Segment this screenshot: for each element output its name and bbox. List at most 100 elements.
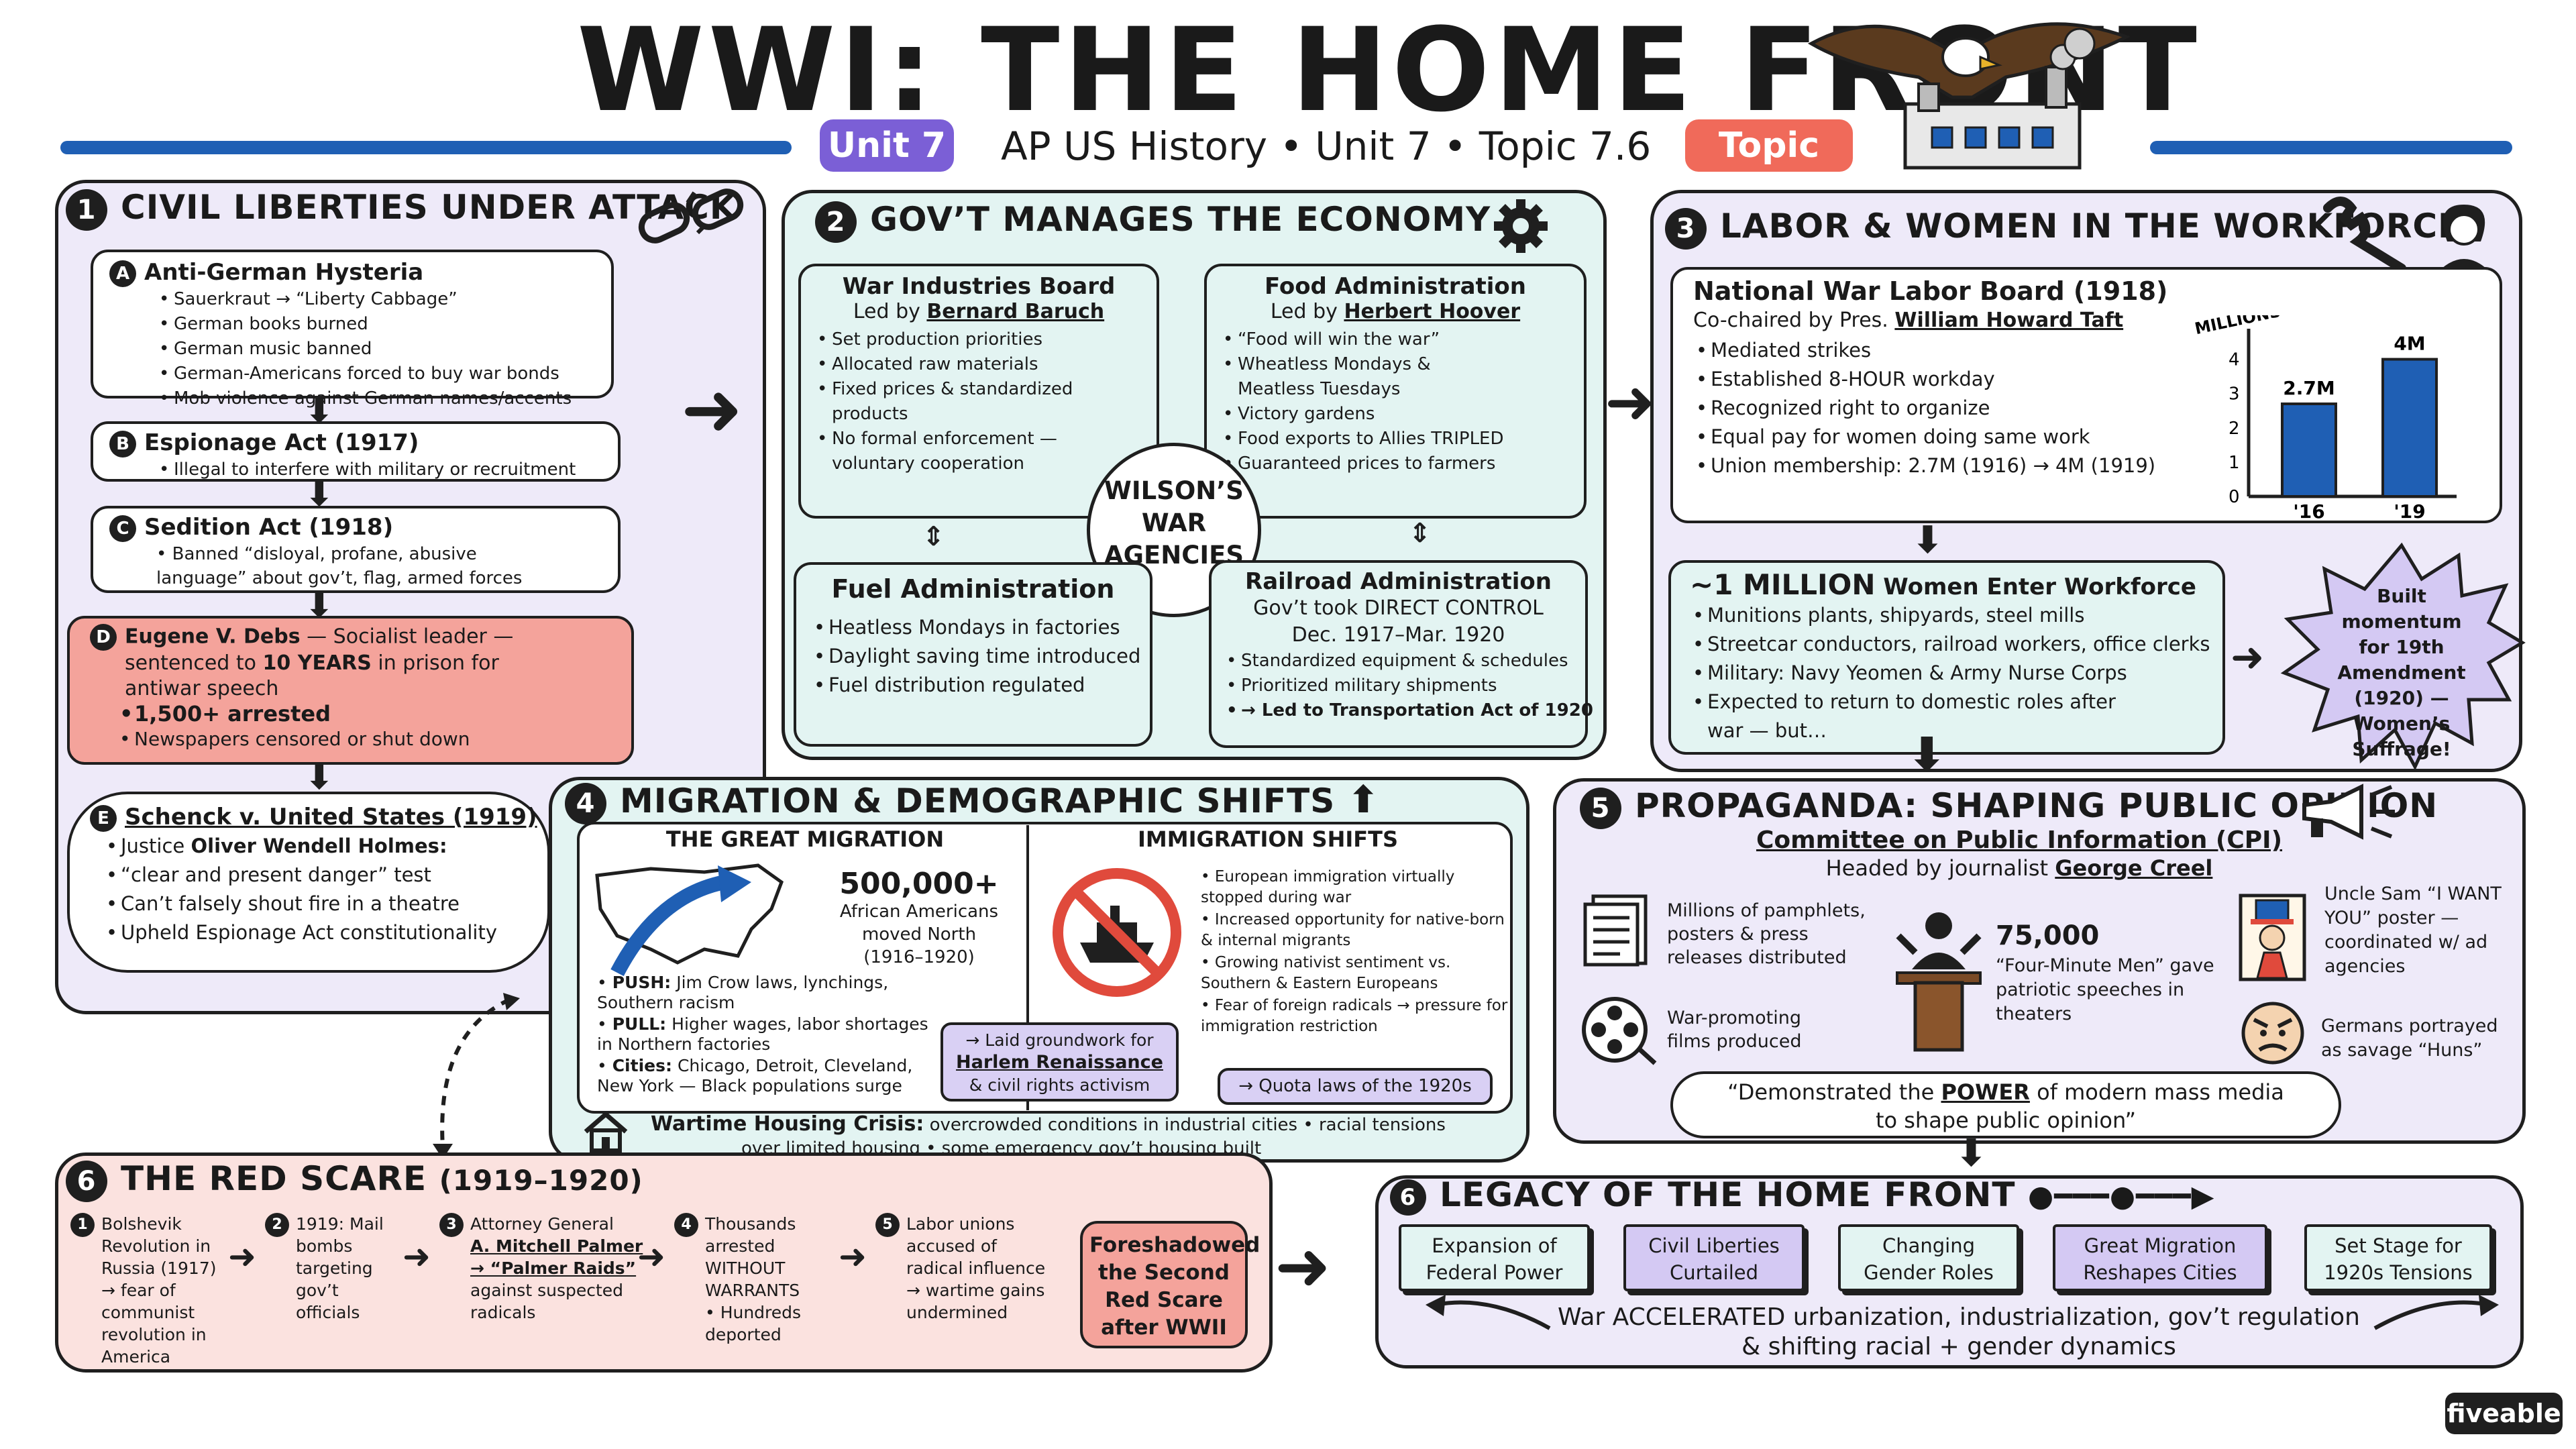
list-item: Union membership: 2.7M (1916) → 4M (1919…	[1693, 451, 2479, 480]
legacy-box: Changing Gender Roles	[1838, 1224, 2019, 1291]
sedition-title: Sedition Act (1918)	[144, 514, 394, 541]
pamphlets-text: Millions of pamphlets, posters & press r…	[1667, 900, 1866, 968]
uncle-sam-poster-icon	[2239, 894, 2306, 981]
chart-data-label: 2.7M	[2283, 377, 2334, 399]
section-number: 1	[66, 189, 107, 231]
war-industries-board-card: War Industries Board Led by Bernard Baru…	[798, 264, 1159, 519]
women-workforce-card: ~1 MILLION Women Enter Workforce Munitio…	[1668, 560, 2225, 755]
list-item: Newspapers censored or shut down	[117, 727, 611, 751]
rail-title: Railroad Administration	[1245, 568, 1552, 595]
brand-logo: fiveable	[2445, 1393, 2563, 1434]
usa-map-icon	[595, 863, 784, 976]
eagle-factory-icon	[1807, 22, 2131, 170]
list-item: Illegal to interfere with military or re…	[156, 458, 602, 482]
immigration-list: • European immigration virtually stopped…	[1201, 868, 1508, 1035]
curved-arrow-right-icon	[2373, 1295, 2499, 1330]
second-red-scare-box: Foreshadowed the Second Red Scare after …	[1080, 1221, 1260, 1348]
list-item: Standardized equipment & schedules	[1224, 649, 1573, 674]
wib-title: War Industries Board	[842, 273, 1116, 300]
list-item: Can’t falsely shout fire in a theatre	[103, 890, 527, 918]
topic-pill: Topic 7.6	[1685, 119, 1853, 218]
house-icon	[584, 1111, 628, 1152]
cpi-head: Headed by journalist George Creel	[1825, 855, 2213, 881]
no-immigration-ship-icon	[1053, 868, 1181, 997]
list-item: 1,500+ arrested	[117, 702, 611, 727]
right-arrow-icon: ➜	[839, 1237, 867, 1276]
four-minute-men-text: “Four-Minute Men” gave patriotic speeche…	[1996, 955, 2214, 1024]
anti-german-title: Anti-German Hysteria	[144, 259, 424, 286]
huns-text: Germans portrayed as savage “Huns”	[2321, 1016, 2498, 1061]
dashed-connector	[433, 993, 520, 1159]
up-arrow-icon: ⬆	[1347, 778, 1380, 822]
list-item: Expected to return to domestic roles aft…	[1690, 688, 2119, 745]
legacy-box: Expansion of Federal Power	[1399, 1224, 1590, 1291]
header-rule-right	[2150, 141, 2512, 154]
migration-divider	[1026, 825, 1029, 1110]
list-item: Allocated raw materials	[814, 352, 1143, 377]
immigration-title: IMMIGRATION SHIFTS	[1137, 826, 1398, 852]
unit-pill: Unit 7	[820, 119, 954, 172]
legacy-box: Great Migration Reshapes Cities	[2053, 1224, 2267, 1291]
migration-stat: 500,000+	[839, 867, 999, 901]
list-item: Set production priorities	[814, 327, 1143, 352]
list-item: German music banned	[156, 337, 595, 362]
chart-bar	[2281, 402, 2337, 498]
list-item: Streetcar conductors, railroad workers, …	[1690, 630, 2210, 659]
food-administration-card: Food Administration Led by Herbert Hoove…	[1204, 264, 1587, 519]
list-item: Food exports to Allies TRIPLED	[1220, 427, 1570, 451]
list-item: Wheatless Mondays & Meatless Tuesdays	[1220, 352, 1502, 402]
speaker-podium-icon	[1896, 912, 1982, 1052]
gear-icon	[1494, 199, 1548, 253]
fuel-title: Fuel Administration	[831, 574, 1115, 604]
list-item: Recognized right to organize	[1693, 394, 2479, 423]
cpi-title: Committee on Public Information (CPI)	[1756, 826, 2283, 854]
pamphlet-icon	[1583, 894, 1648, 967]
legacy-box: Set Stage for 1920s Tensions	[2304, 1224, 2492, 1291]
war-labor-board-card: National War Labor Board (1918) Co-chair…	[1670, 267, 2502, 523]
header-subtitle: AP US History • Unit 7 • Topic 7.6	[1001, 123, 1652, 169]
right-arrow-icon: ➜	[637, 1237, 665, 1276]
espionage-title: Espionage Act (1917)	[144, 429, 419, 456]
push-factors: • PUSH: Jim Crow laws, lynchings, Southe…	[597, 973, 889, 1012]
migration-stat-desc: African Americans moved North (1916–1920…	[839, 902, 999, 967]
chart-tick-label: 0	[2229, 487, 2240, 507]
suffrage-burst-icon	[2280, 542, 2526, 770]
list-item: “Food will win the war”	[1220, 327, 1570, 352]
list-item: Fixed prices & standardized products	[814, 377, 1110, 427]
suffrage-text: Built momentum for 19th Amendment (1920)…	[2337, 585, 2466, 760]
list-item: Daylight saving time introduced	[811, 642, 1140, 671]
chart-category-label: '19	[2394, 500, 2426, 523]
chart-data-label: 4M	[2394, 333, 2425, 355]
nwlb-title: National War Labor Board (1918)	[1693, 276, 2168, 306]
down-arrow-icon: ⬇	[305, 758, 333, 797]
legacy-box: Civil Liberties Curtailed	[1623, 1224, 1805, 1291]
megaphone-icon	[2302, 784, 2395, 840]
hub-label: WILSON’S WAR AGENCIES	[1104, 476, 1244, 570]
chart-bar	[2381, 358, 2438, 498]
red-scare-panel	[55, 1152, 1273, 1373]
timeline-arrow-icon: ●━━━●━━━▶	[2027, 1179, 2215, 1214]
right-arrow-icon: ➜	[2231, 634, 2265, 681]
down-arrow-icon: ⬇	[1955, 1132, 1987, 1175]
list-item: Established 8-HOUR workday	[1693, 365, 2479, 394]
media-power-quote: “Demonstrated the POWER of modern mass m…	[1670, 1071, 2341, 1138]
list-item: Mob violence against German names/accent…	[156, 386, 595, 411]
sedition-desc: • Banned “disloyal, profane, abusive lan…	[156, 543, 523, 588]
quota-laws-box: → Quota laws of the 1920s	[1218, 1068, 1493, 1105]
migration-cities: • Cities: Chicago, Detroit, Cleveland, N…	[597, 1056, 913, 1095]
chart-tick-label: 4	[2229, 350, 2240, 370]
right-arrow-icon: ➜	[1605, 367, 1656, 437]
